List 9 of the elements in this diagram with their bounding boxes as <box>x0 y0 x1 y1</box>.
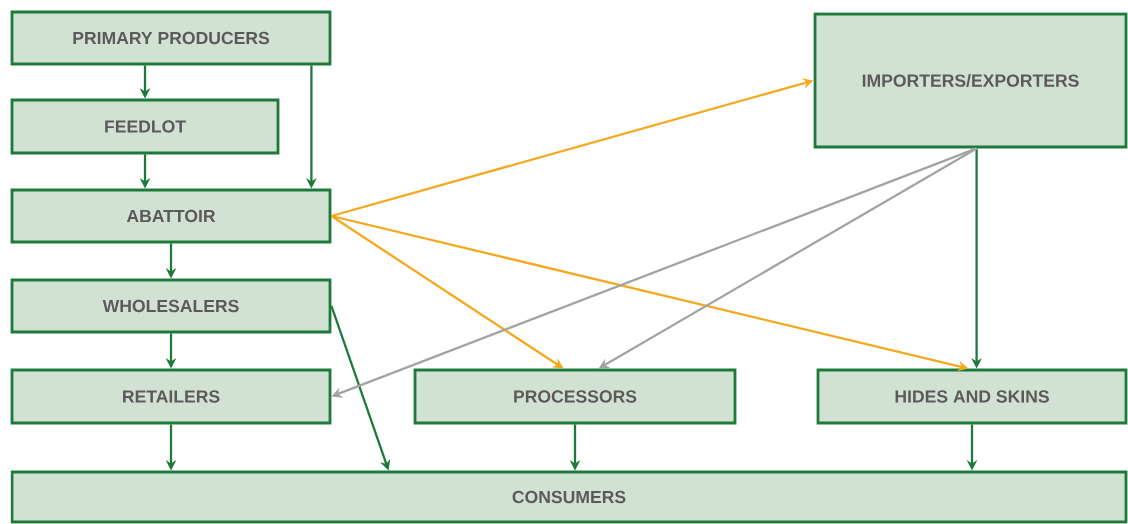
process-box: PRIMARY PRODUCERS <box>10 10 332 66</box>
process-box: FEEDLOT <box>10 98 280 155</box>
process-box: IMPORTERS/EXPORTERS <box>813 12 1128 149</box>
process-box: CONSUMERS <box>10 470 1128 524</box>
process-box: ABATTOIR <box>10 188 332 244</box>
process-box: PROCESSORS <box>413 368 737 425</box>
process-box: HIDES AND SKINS <box>816 368 1128 425</box>
process-box: WHOLESALERS <box>10 278 332 334</box>
process-box: RETAILERS <box>10 368 332 425</box>
